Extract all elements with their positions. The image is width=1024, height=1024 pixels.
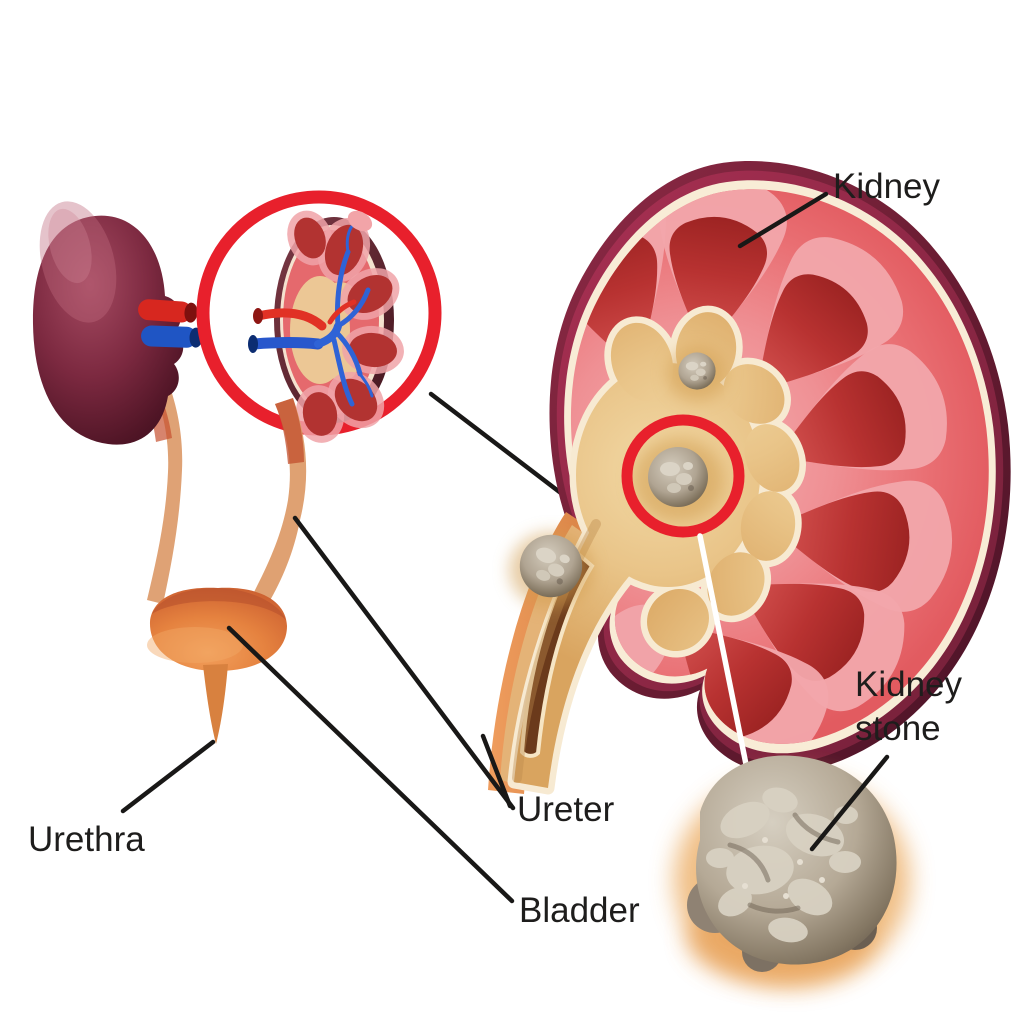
stone-highlight-circle	[621, 414, 745, 538]
urinary-system-overview	[32, 190, 442, 744]
whole-kidney-highlight	[39, 201, 117, 323]
renal-artery	[138, 299, 198, 323]
bladder-label: Bladder	[519, 891, 640, 930]
stone-crevices	[727, 812, 841, 914]
urethra-pointer-line	[120, 739, 216, 814]
whole-kidney	[32, 215, 184, 445]
kidney-stone-large	[674, 755, 910, 986]
kidney-stone-label-line2: stone	[855, 709, 941, 748]
renal-vein	[141, 325, 203, 348]
urethra-label: Urethra	[28, 820, 145, 859]
pointer-lines	[120, 191, 890, 904]
ureter-lumen	[519, 548, 595, 758]
ureter-left	[140, 348, 183, 604]
ureter-pointer-line-2	[480, 733, 513, 809]
small-kidney-cross-section	[248, 210, 404, 443]
kidney-label: Kidney	[833, 167, 941, 206]
bladder-pointer-line	[226, 625, 515, 904]
stone-zoom-line	[697, 533, 756, 802]
kidney-stone-small-2	[632, 438, 724, 522]
ureter-right-shade	[275, 398, 304, 464]
kidney-pointer-line	[737, 191, 829, 249]
urethra-shape	[203, 664, 228, 744]
ureter-pointer-line-1	[292, 515, 516, 811]
small-renal-pyramids	[287, 210, 404, 443]
small-kidney-top-knob	[347, 210, 373, 232]
stone-speckles	[742, 837, 825, 899]
kidney-stone-small-3	[509, 526, 593, 608]
bladder-shape	[147, 587, 287, 671]
kidney-stone-small-1	[667, 347, 727, 401]
kidney-stone-label-line1: Kidney	[855, 665, 963, 704]
kidney-stone-pointer-line	[809, 754, 890, 852]
whole-kidney-sheen	[48, 208, 92, 284]
small-kidney-vessel-tree	[248, 224, 374, 407]
ureter-label: Ureter	[517, 790, 615, 829]
